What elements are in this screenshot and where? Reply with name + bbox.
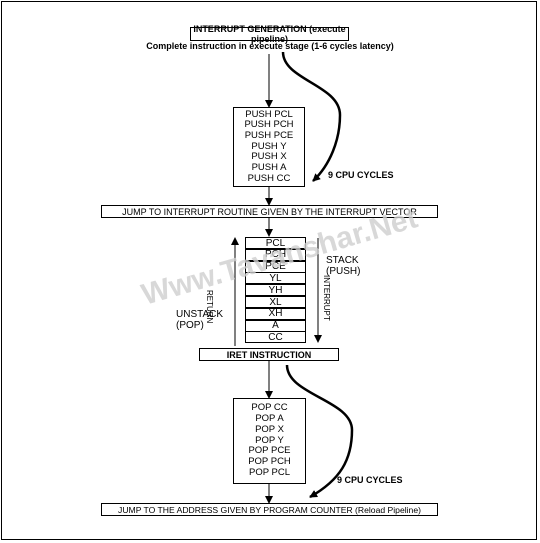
pop-item: POP CC [251, 401, 288, 413]
pop-item: POP PCL [248, 467, 290, 479]
stack-cell: YL [245, 272, 306, 285]
jump-program-counter-box: JUMP TO THE ADDRESS GIVEN BY PROGRAM COU… [101, 503, 438, 516]
iret-instruction-box: IRET INSTRUCTION [199, 348, 339, 361]
push-item: PUSH CC [247, 172, 291, 184]
push-item: PUSH Y [251, 140, 287, 152]
cpu-cycles-label-1: 9 CPU CYCLES [328, 170, 394, 180]
stack-cell: XL [245, 296, 306, 308]
interrupt-generation-box: INTERRUPT GENERATION (execute pipeline) [190, 24, 349, 44]
interrupt-generation-title: INTERRUPT GENERATION (execute pipeline) [193, 24, 346, 44]
pop-item: POP X [255, 423, 284, 435]
stack-cell: PCE [245, 260, 306, 273]
iret-instruction-text: IRET INSTRUCTION [226, 349, 312, 360]
stack-cell: CC [245, 331, 306, 344]
push-item: PUSH PCE [244, 129, 294, 141]
curve-arrow-pop-cycles [285, 364, 354, 499]
jump-interrupt-vector-box: JUMP TO INTERRUPT ROUTINE GIVEN BY THE I… [101, 205, 438, 218]
stack-cell: A [245, 319, 306, 332]
jump-interrupt-vector-text: JUMP TO INTERRUPT ROUTINE GIVEN BY THE I… [122, 206, 417, 217]
stack-cell: PCL [245, 237, 306, 249]
pop-item: POP Y [255, 434, 284, 446]
pop-item: POP A [255, 412, 284, 424]
unstack-pop-label: UNSTACK (POP) [176, 309, 224, 331]
push-item: PUSH A [251, 162, 287, 174]
pop-item: POP PCH [248, 456, 291, 468]
push-item: PUSH PCL [245, 108, 293, 120]
jump-program-counter-text: JUMP TO THE ADDRESS GIVEN BY PROGRAM COU… [118, 504, 421, 515]
interrupt-label: INTERRUPT [322, 275, 331, 321]
stack-push-label: STACK (PUSH) [326, 255, 361, 277]
stack-cell: YH [245, 284, 306, 297]
pop-item: POP PCE [248, 445, 291, 457]
cpu-cycles-label-2: 9 CPU CYCLES [337, 475, 403, 485]
push-item: PUSH X [251, 151, 287, 163]
curve-arrow-push-cycles [281, 51, 342, 182]
stack-cell: PCH [245, 248, 306, 261]
latency-subtitle: Complete instruction in execute stage (1… [146, 41, 394, 51]
push-item: PUSH PCH [244, 119, 294, 131]
stack-cell: XH [245, 307, 306, 320]
